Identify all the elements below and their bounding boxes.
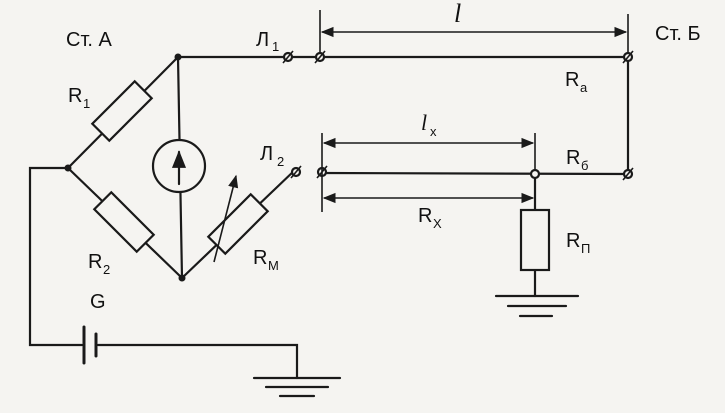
resistor-r2 [92,190,156,254]
resistor-rp [519,208,551,272]
rx-label: R [418,205,432,227]
resistor-r1 [90,79,154,143]
line1-sub: 1 [272,39,279,54]
variable-arrow [213,174,239,263]
r1-sub: 1 [83,96,90,111]
ra-label: R [565,69,579,91]
rp-sub: П [581,241,590,256]
length-l-label: l [454,0,461,28]
ground-icon-right [494,294,580,318]
battery-icon [82,325,98,365]
rp-label: R [566,230,580,252]
line2-label: Л [260,143,273,165]
dimension-lx [321,133,536,212]
galvanometer-icon [151,138,207,194]
rm-sub: М [268,258,279,273]
line2-sub: 2 [277,154,284,169]
r2-sub: 2 [103,262,110,277]
ra-sub: а [580,80,588,95]
rx-sub: Х [433,216,442,231]
length-lx-sub: х [430,124,437,139]
junction-left [64,164,72,172]
bridge-wires [28,55,630,380]
line1-label: Л [256,29,269,51]
rm-label: R [253,247,267,269]
rb-label: R [566,147,580,169]
resistor-rm [206,192,270,256]
r1-label: R [68,85,82,107]
junction-bottom [178,274,186,282]
ground-icon-left [252,376,342,398]
station-b-label: Ст. Б [655,23,701,45]
rb-sub: б [581,158,588,173]
length-lx-label: l [421,110,427,135]
junction-top [174,53,182,61]
station-a-label: Ст. А [66,29,113,51]
r2-label: R [88,251,102,273]
g-label: G [90,291,106,313]
dimension-l [319,10,629,52]
